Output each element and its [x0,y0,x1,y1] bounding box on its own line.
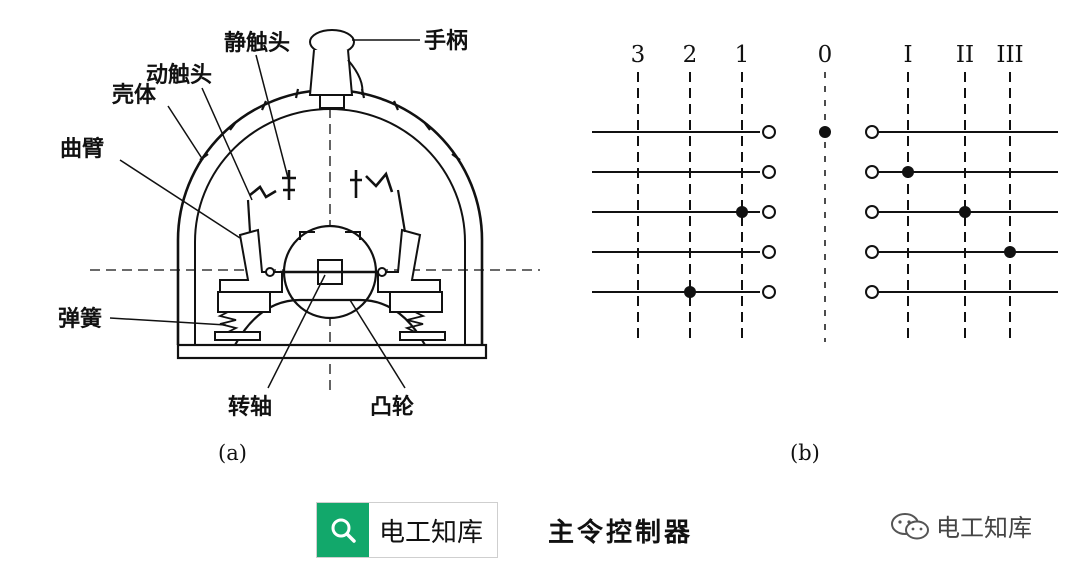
label-handle: 手柄 [424,29,468,54]
caption-a: (a) [218,441,247,465]
left-terminal-4 [762,285,776,299]
position-label-2: 1 [735,42,750,68]
leader-crank-arm [119,159,241,239]
dot-right-2 [1004,246,1016,258]
figure-a-structure [90,29,540,395]
leader-cam [349,299,406,389]
right-pivot [377,267,387,277]
position-label-0: 3 [631,42,646,68]
position-label-4: I [903,42,912,68]
dot-left-0 [736,206,748,218]
leader-static-contact [255,54,289,179]
leader-moving-contact [201,87,253,201]
right-terminal-3 [865,245,879,259]
label-static-contact: 静触头 [224,30,290,56]
search-badge[interactable]: 电工知库 [316,502,499,558]
position-label-5: II [956,42,974,68]
figure-title: 主令控制器 [548,518,694,548]
caption-b: (b) [790,441,820,465]
base-plate [176,343,488,360]
dot-center [819,126,831,138]
label-spring: 弹簧 [58,306,102,332]
right-crank-foot [389,291,443,313]
dot-right-0 [902,166,914,178]
left-crank-arm [219,228,283,293]
handle-ring [347,59,364,96]
left-terminal-1 [762,165,776,179]
label-shell: 壳体 [111,83,157,108]
right-terminal-2 [865,205,879,219]
right-terminal-0 [865,125,879,139]
label-shaft: 转轴 [228,394,272,420]
right-crank-arm [377,228,441,293]
right-terminal-4 [865,285,879,299]
wechat-icon [891,512,929,539]
dot-left-1 [684,286,696,298]
leader-spring [109,317,227,326]
position-label-1: 2 [683,42,698,68]
cam-teeth [299,231,361,240]
left-terminal-0 [762,125,776,139]
label-crank-arm: 曲臂 [60,136,104,162]
left-crank-foot [217,291,271,313]
handle-base [319,94,345,109]
position-label-3: 0 [818,42,833,68]
left-static-contact [249,170,296,200]
right-static-contact [350,170,394,198]
watermark-text: 电工知库 [936,514,1032,542]
watermark: 电工知库 [890,508,1032,543]
left-spring-seat [214,331,261,341]
label-moving-contact: 动触头 [146,62,212,88]
leader-shell [167,105,204,161]
left-moving-contact [246,199,252,233]
search-icon [317,503,369,557]
right-terminal-1 [865,165,879,179]
left-spring [217,311,239,333]
dot-right-1 [959,206,971,218]
right-moving-contact [396,189,407,233]
position-label-6: III [996,42,1023,68]
right-spring-seat [399,331,446,341]
leader-shaft [267,274,326,389]
badge-label: 电工知库 [379,517,484,548]
left-terminal-3 [762,245,776,259]
handle-stem [308,49,354,96]
label-cam: 凸轮 [370,394,414,420]
left-terminal-2 [762,205,776,219]
right-spring [404,311,426,333]
left-pivot [265,267,275,277]
